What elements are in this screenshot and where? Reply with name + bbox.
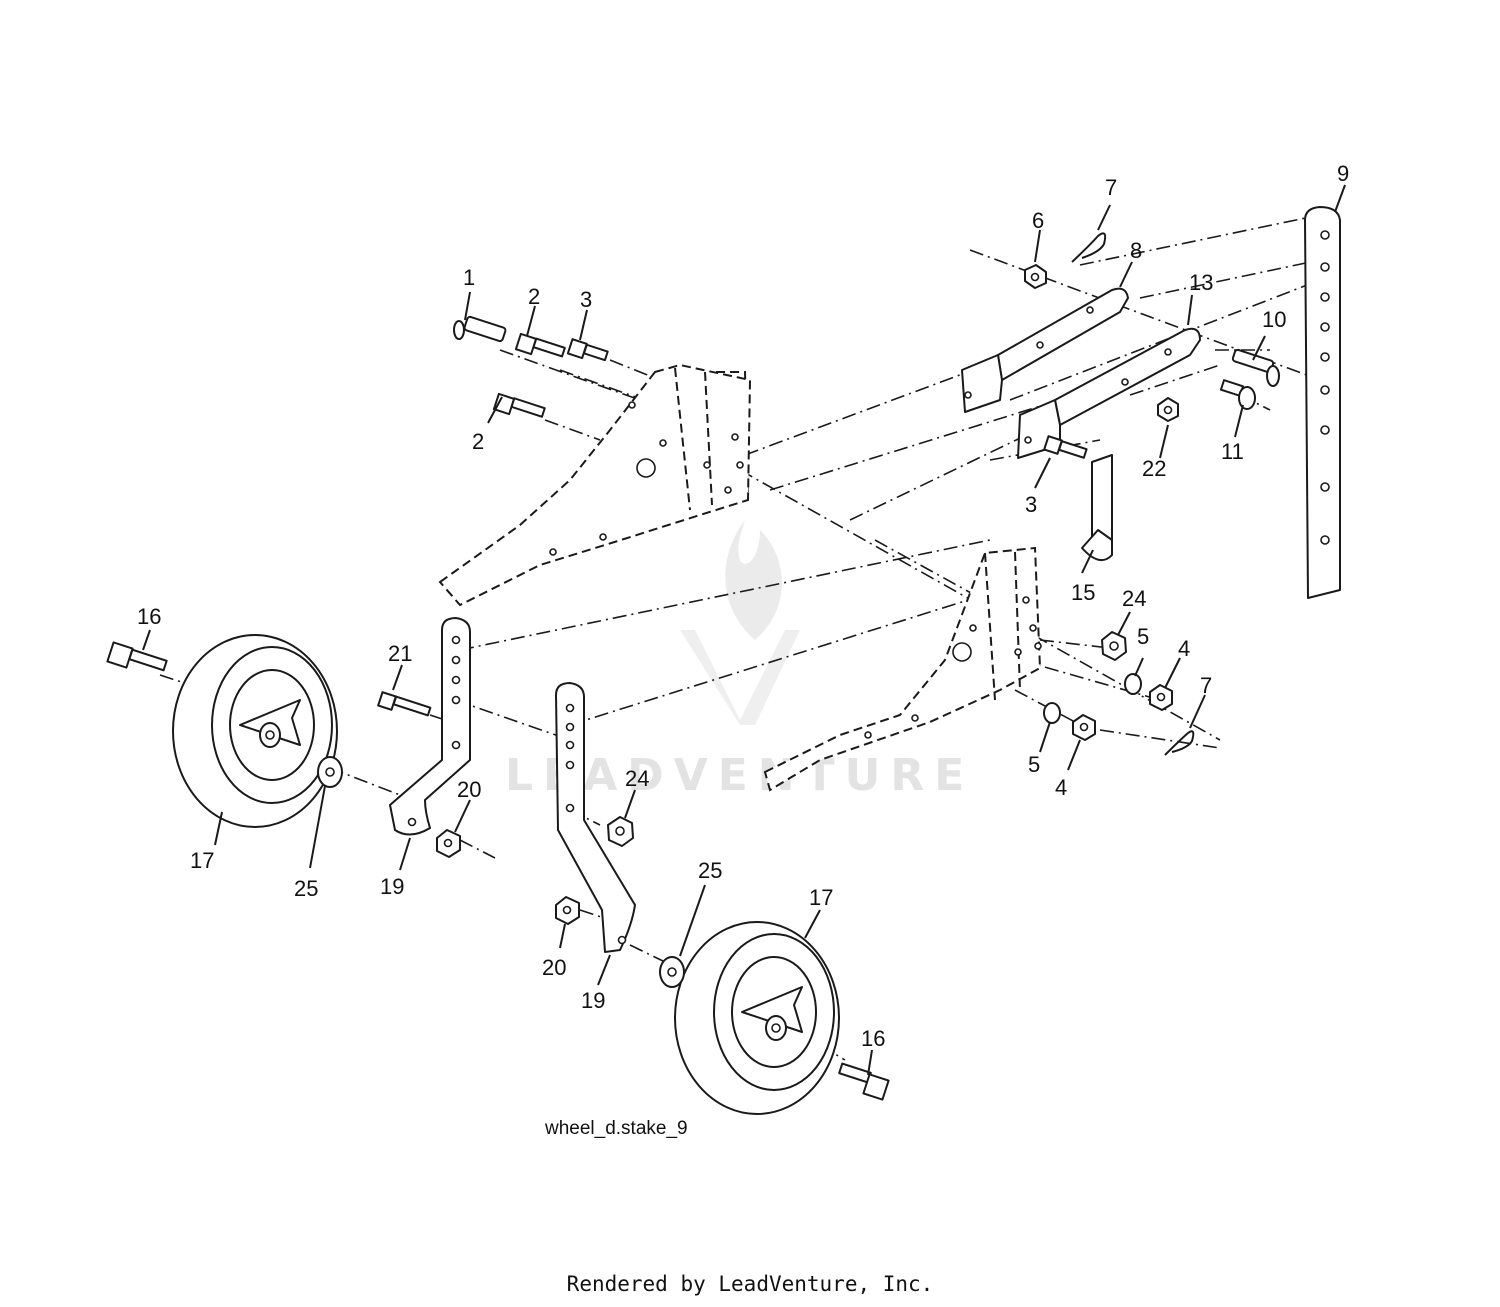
callout-24-upper: 24	[1122, 586, 1146, 611]
callout-13: 13	[1189, 270, 1213, 295]
callout-1: 1	[463, 265, 475, 290]
stake-bracket	[1081, 454, 1113, 562]
callout-6: 6	[1032, 208, 1044, 233]
callout-4-upper: 4	[1178, 636, 1190, 661]
hex-bolt-upper	[514, 332, 566, 358]
tiller-frame-left	[438, 363, 752, 607]
callout-8: 8	[1130, 238, 1142, 263]
strap-left	[961, 287, 1129, 413]
callout-20-left: 20	[457, 777, 481, 802]
wheel-right	[674, 921, 840, 1115]
depth-stake-bar	[1304, 206, 1341, 599]
callout-10: 10	[1262, 307, 1286, 332]
tiller-frame-right	[763, 546, 1042, 792]
callout-2-upper: 2	[528, 284, 540, 309]
callout-7-upper: 7	[1105, 175, 1117, 200]
callout-labels: 1 2 2 3 3 4 4 5 5 6 7 7 8 9 10 11 13 15 …	[137, 161, 1349, 1051]
footer-credit: Rendered by LeadVenture, Inc.	[566, 1272, 934, 1296]
callout-3-upper: 3	[580, 287, 592, 312]
callout-2-lower: 2	[472, 429, 484, 454]
hairpin-clip-upper	[1071, 232, 1107, 263]
callout-3-lower: 3	[1025, 492, 1037, 517]
callout-9: 9	[1337, 161, 1349, 186]
callout-4-lower: 4	[1055, 775, 1067, 800]
callout-22: 22	[1142, 456, 1166, 481]
nut-left	[436, 829, 461, 858]
callout-16-left: 16	[137, 604, 161, 629]
lock-washer-upper	[1124, 673, 1142, 695]
flange-nut-bracket	[607, 816, 634, 847]
callout-17-left: 17	[190, 848, 214, 873]
hex-nut-strap	[1157, 397, 1179, 422]
wheel-left	[172, 634, 338, 828]
callout-25-left: 25	[294, 876, 318, 901]
callout-17-right: 17	[809, 885, 833, 910]
callout-leaders	[142, 184, 1346, 1076]
callout-25-right: 25	[698, 858, 722, 883]
clevis-pin	[453, 315, 507, 343]
lock-washer-lower	[1043, 702, 1061, 724]
wheel-bracket-left	[389, 617, 471, 836]
shoulder-bolt-right	[838, 1062, 890, 1101]
flange-nut-frame	[1101, 631, 1127, 661]
washer-left	[317, 756, 343, 788]
callout-21: 21	[388, 641, 412, 666]
callout-16-right: 16	[861, 1026, 885, 1051]
hex-nut	[1024, 264, 1047, 289]
callout-20-right: 20	[542, 955, 566, 980]
hex-bolt-short	[566, 338, 609, 362]
hex-nut-lower	[1072, 714, 1096, 741]
hex-bolt-stake	[1219, 379, 1256, 410]
bolt-bracket	[377, 691, 432, 717]
diagram-caption: wheel_d.stake_9	[545, 1118, 688, 1139]
callout-5-upper: 5	[1137, 624, 1149, 649]
nut-right	[555, 896, 580, 925]
callout-5-lower: 5	[1028, 752, 1040, 777]
hex-bolt-lower	[492, 392, 546, 418]
clevis-pin-stake	[1231, 348, 1280, 387]
callout-7-lower: 7	[1200, 673, 1212, 698]
callout-19-right: 19	[581, 988, 605, 1013]
callout-24-lower: 24	[625, 766, 649, 791]
watermark-logo	[680, 520, 800, 725]
hex-nut-upper	[1149, 684, 1173, 711]
shoulder-bolt-left	[106, 641, 168, 672]
washer-right	[659, 956, 685, 988]
wheel-bracket-right	[555, 682, 636, 953]
hairpin-clip-lower	[1164, 730, 1195, 756]
callout-11: 11	[1221, 439, 1244, 464]
hex-bolt-bracket	[1043, 435, 1088, 459]
callout-19-left: 19	[380, 874, 404, 899]
callout-15: 15	[1071, 580, 1095, 605]
